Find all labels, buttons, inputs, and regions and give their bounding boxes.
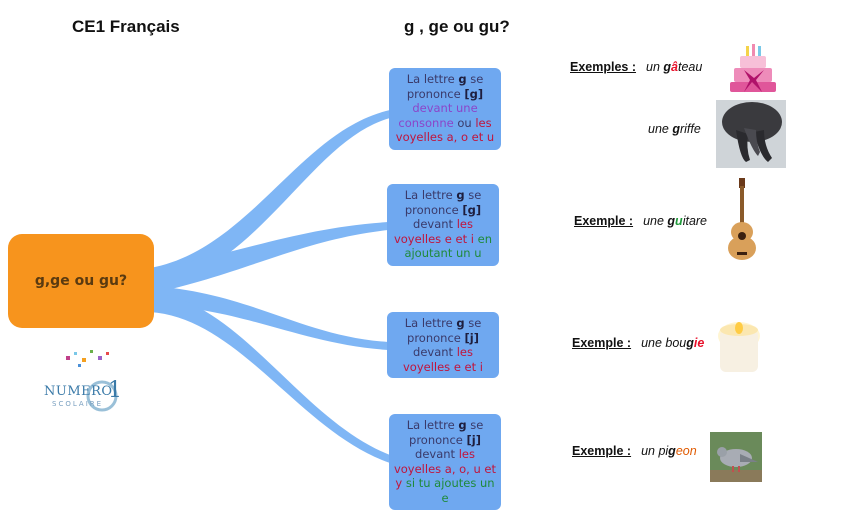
- rule-vowels: les voyelles e et i: [402, 345, 483, 374]
- rule-text: devant: [413, 345, 457, 359]
- example-word: un pigeon: [641, 444, 697, 458]
- branch-2: [150, 222, 388, 294]
- rule-text: La lettre: [404, 188, 457, 202]
- example-label: Exemple :: [572, 444, 632, 458]
- logo-graphic: [66, 350, 118, 412]
- rule-sound: [g]: [464, 86, 484, 101]
- rule-text: La lettre: [406, 72, 459, 86]
- logo-text: NUMERO: [44, 384, 113, 399]
- example-row-4: Exemple : une bougie: [572, 336, 704, 350]
- rule-sound: [g]: [462, 202, 482, 217]
- central-node[interactable]: g,ge ou gu?: [8, 234, 154, 328]
- rule-text: se prononce: [409, 418, 484, 447]
- example-label: Exemple :: [572, 336, 632, 350]
- example-label: Exemples :: [570, 60, 637, 74]
- rule-text: devant: [413, 217, 457, 231]
- rule-text: se prononce: [404, 188, 482, 217]
- pigeon-image: [710, 432, 762, 482]
- rule-text: La lettre: [404, 316, 457, 330]
- topic-title: g , ge ou gu?: [404, 17, 510, 36]
- rule-letter: g: [458, 72, 467, 86]
- branch-4: [150, 292, 390, 463]
- rule-condition: devant une consonne: [398, 101, 478, 130]
- example-label: Exemple :: [574, 214, 634, 228]
- rule-box-4[interactable]: La lettre g se prononce [j] devant les v…: [389, 414, 501, 510]
- example-word: une guitare: [643, 214, 708, 228]
- claw-image: [716, 100, 786, 168]
- rule-text: devant: [415, 447, 459, 461]
- guitar-image: [728, 178, 756, 260]
- example-row-2: une griffe: [648, 122, 701, 136]
- rule-box-1[interactable]: La lettre g se prononce [g] devant une c…: [389, 68, 501, 150]
- example-row-1: Exemples : un gâteau: [570, 60, 702, 74]
- candle-image: [718, 322, 760, 372]
- numero-scolaire-logo: NUMERO 1 SCOLAIRE: [44, 348, 126, 418]
- rule-text: ou: [453, 115, 476, 130]
- rule-box-2[interactable]: La lettre g se prononce [g] devant les v…: [387, 184, 499, 266]
- example-row-3: Exemple : une guitare: [574, 214, 707, 228]
- rule-letter: g: [456, 316, 465, 330]
- rule-condition: en ajoutant un u: [404, 231, 493, 261]
- central-node-label: g,ge ou gu?: [34, 273, 128, 289]
- rule-vowels: les voyelles e et i: [393, 217, 474, 246]
- example-word: un gâteau: [646, 60, 703, 74]
- rule-text: La lettre: [406, 418, 459, 432]
- example-row-5: Exemple : un pigeon: [572, 444, 697, 458]
- rule-vowels: les voyelles a, o et u: [395, 115, 495, 145]
- example-word: une bougie: [641, 336, 705, 350]
- rule-box-3[interactable]: La lettre g se prononce [j] devant les v…: [387, 312, 499, 378]
- example-word: une griffe: [648, 122, 701, 136]
- rule-sound: [j]: [464, 330, 479, 345]
- logo-digit: 1: [108, 378, 122, 403]
- branch-3: [150, 286, 388, 350]
- branch-1: [150, 110, 390, 290]
- rule-condition: si tu ajoutes un e: [402, 476, 495, 505]
- rule-letter: g: [456, 188, 465, 202]
- page-title: CE1 Français: [72, 17, 180, 36]
- rule-text: se prononce: [406, 72, 484, 101]
- rule-letter: g: [458, 418, 467, 432]
- rule-vowels: les voyelles a, o, u et y: [393, 447, 497, 490]
- rule-text: se prononce: [407, 316, 482, 345]
- cake-image: [730, 44, 776, 92]
- logo-subtext: SCOLAIRE: [52, 400, 104, 408]
- rule-sound: [j]: [466, 432, 481, 447]
